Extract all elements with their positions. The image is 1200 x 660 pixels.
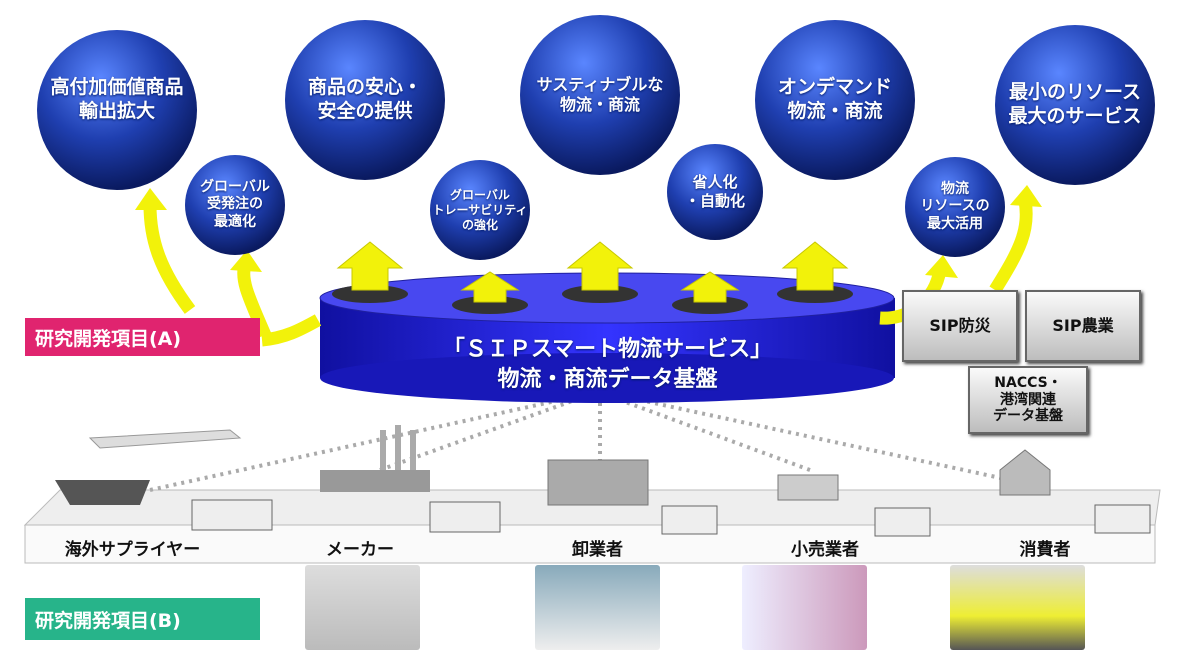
warehouse-photo xyxy=(535,565,660,650)
actor-platform xyxy=(23,489,1161,564)
actor-overseas-supplier: 海外サプライヤー xyxy=(64,539,201,560)
truck-icon xyxy=(429,501,501,533)
data-platform-cylinder xyxy=(319,272,895,403)
sip-bousai-box: SIP防災 xyxy=(902,290,1018,362)
sip-nougyou-box: SIP農業 xyxy=(1025,290,1141,362)
platform-title: 「ＳＩＰスマート物流サービス」 xyxy=(442,337,773,363)
arrow-head-icons xyxy=(135,185,1042,278)
actor-consumer: 消費者 xyxy=(1019,539,1071,560)
store-icon xyxy=(777,474,839,501)
airplane-icon xyxy=(88,429,242,449)
rd-item-a-label: 研究開発項目(A) xyxy=(25,318,260,356)
house-icon xyxy=(999,449,1051,496)
goal-spheres xyxy=(37,15,1155,260)
goal-sustainable: サスティナブルな 物流・商流 xyxy=(536,75,664,114)
truck-icon xyxy=(661,505,718,535)
illustrations xyxy=(55,425,1151,537)
truck-icon xyxy=(191,499,273,531)
naccs-box: NACCS・ 港湾関連 データ基盤 xyxy=(968,366,1088,434)
platform-subtitle: 物流・商流データ基盤 xyxy=(497,367,718,393)
factory-icon xyxy=(320,470,430,492)
goal-on-demand: オンデマンド 物流・商流 xyxy=(777,76,892,122)
up-arrow-icons xyxy=(336,241,849,303)
goal-min-resource: 最小のリソース 最大のサービス xyxy=(1008,81,1142,127)
actor-wholesaler: 卸業者 xyxy=(572,539,623,560)
actor-manufacturer: メーカー xyxy=(326,539,394,560)
rd-item-b-label: 研究開発項目(B) xyxy=(25,598,260,640)
delivery-van-photo xyxy=(950,565,1085,650)
subgoal-global-ordering: グローバル 受発注の 最適化 xyxy=(200,178,270,230)
store-photo xyxy=(742,565,867,650)
actor-retailer: 小売業者 xyxy=(791,539,859,560)
goal-safety: 商品の安心・ 安全の提供 xyxy=(307,76,422,122)
truck-icon xyxy=(874,507,931,537)
goal-high-value-export: 高付加価値商品 輸出拡大 xyxy=(50,76,184,122)
warehouse-icon xyxy=(547,459,649,506)
truck-icon xyxy=(1094,504,1151,534)
ship-icon xyxy=(55,480,150,505)
factory-photo xyxy=(305,565,420,650)
subgoal-traceability: グローバル トレーサビリティ の強化 xyxy=(432,187,528,232)
subgoal-resource-utilization: 物流 リソースの 最大活用 xyxy=(920,180,990,232)
subgoal-automation: 省人化 ・自動化 xyxy=(684,173,745,210)
